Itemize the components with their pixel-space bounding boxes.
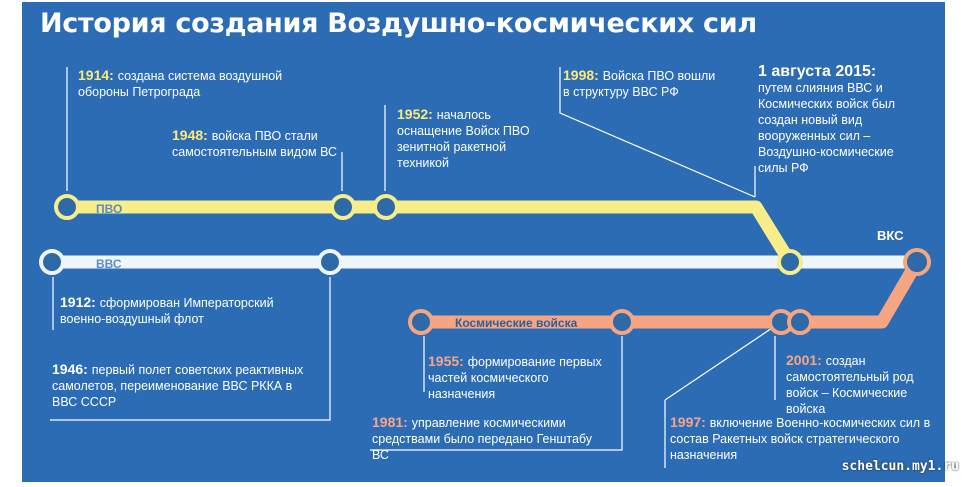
node-1946 [317,249,343,275]
event-2015: 1 августа 2015: путем слияния ВВС и Косм… [758,63,896,176]
event-1981: 1981: управление космическими средствами… [372,414,593,462]
node-1998 [777,249,803,275]
node-vks [903,248,931,276]
event-1952: 1952: началось оснащение Войск ПВО зенит… [397,106,530,170]
pvo-line-label: ПВО [96,202,122,216]
leader-1998 [559,67,756,198]
event-1914: 1914: создана система воздушной обороны … [78,67,283,99]
leader-1997-diag [664,321,782,401]
event-1912: 1912: сформирован Императорский военно-в… [60,294,274,326]
node-space-start [408,309,434,335]
event-1997: 1997: включение Военно-космических сил в… [670,414,931,462]
event-2001: 2001: создан самостоятельный род войск –… [786,352,914,416]
node-1914 [54,194,80,220]
event-1955: 1955: формирование первых частей космиче… [428,353,602,401]
vvs-line-label: ВВС [96,257,122,271]
node-1981 [609,309,635,335]
vks-label: ВКС [877,228,904,243]
background-panel [22,2,945,482]
pvo-line [67,200,796,266]
node-1948 [330,194,356,220]
node-2001 [787,309,813,335]
space-line-label: Космические войска [455,316,578,330]
leader-1946 [50,277,331,421]
event-1998: 1998: Войска ПВО вошли в структуру ВВС Р… [563,67,716,99]
space-line [416,258,923,329]
leader-1981 [370,336,623,451]
watermark: schelcun.my1.ru [841,459,959,474]
event-1946: 1946: первый полет советских реактивных … [52,361,304,409]
node-1952 [373,194,399,220]
node-1912 [39,249,65,275]
page-title: История создания Воздушно-космических си… [40,8,757,39]
event-1948: 1948: войска ПВО стали самостоятельным в… [172,127,338,159]
